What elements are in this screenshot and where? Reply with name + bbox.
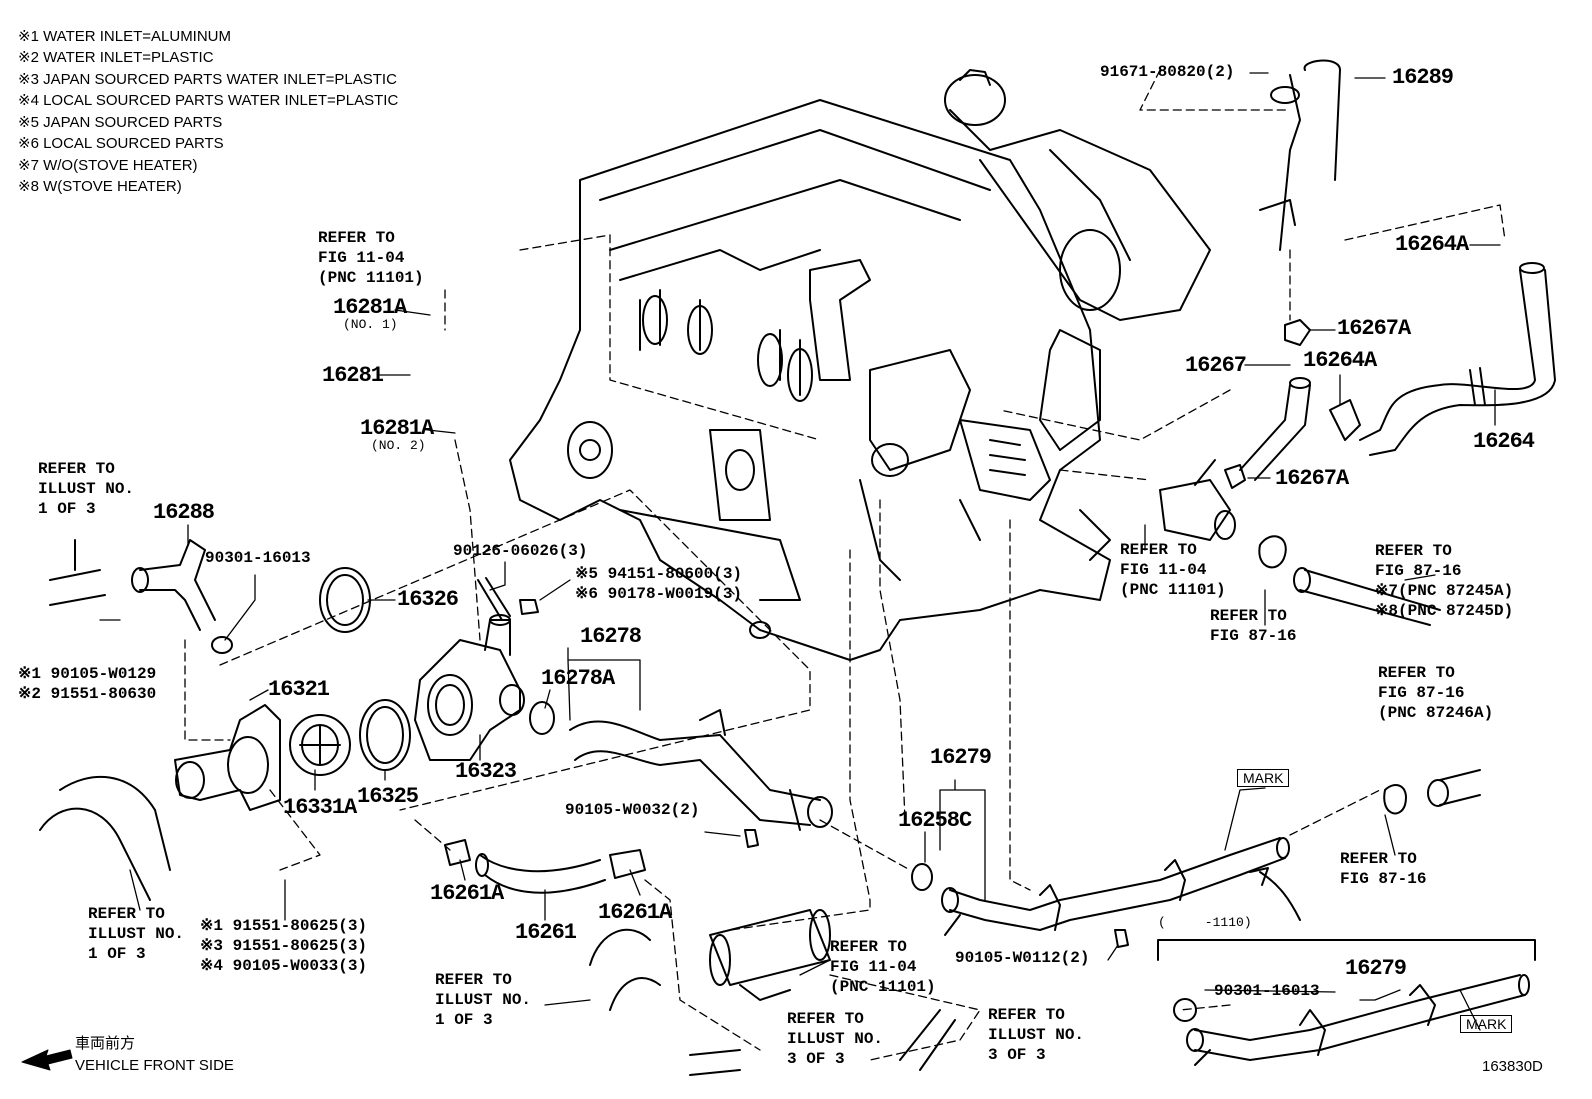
- intake-assembly: [944, 69, 1211, 451]
- part-91551-80625-3[interactable]: ※3 91551-80625(3): [200, 937, 368, 955]
- part-16289[interactable]: 16289: [1392, 65, 1454, 90]
- leader-lines: [99, 72, 1501, 1031]
- part-16279-upper[interactable]: 16279: [930, 745, 992, 770]
- part-90126[interactable]: 90126-06026(3): [453, 542, 588, 560]
- water-inlet-16323: [414, 614, 525, 761]
- outlet-pipe-11101: [1159, 459, 1236, 541]
- part-16281A-no1[interactable]: 16281A: [333, 295, 407, 320]
- part-16278A[interactable]: 16278A: [541, 666, 615, 691]
- ref-illust-3of3-a[interactable]: REFER TO ILLUST NO. 3 OF 3: [787, 1010, 884, 1068]
- hose-16264: [1359, 262, 1556, 456]
- inset-date-range: ( -1110): [1158, 915, 1252, 930]
- thermostat-housing-16321: [174, 704, 281, 811]
- part-90105-W0033[interactable]: ※4 90105-W0033(3): [200, 957, 368, 975]
- pipe-16279: [744, 829, 1290, 948]
- engine-block: [509, 99, 1111, 661]
- ref-illust-1of3-bottom-mid[interactable]: REFER TO ILLUST NO. 1 OF 3: [435, 971, 532, 1029]
- part-91671[interactable]: 91671-80820(2): [1100, 63, 1235, 81]
- part-90178[interactable]: ※6 90178-W0019(3): [575, 585, 743, 603]
- note-2: ※2 WATER INLET=PLASTIC: [18, 49, 214, 66]
- cylinder-11101: [709, 909, 831, 1001]
- part-16261A-right[interactable]: 16261A: [598, 900, 672, 925]
- front-label-jp: 車両前方: [75, 1035, 136, 1052]
- part-16278[interactable]: 16278: [580, 624, 642, 649]
- gasket-16325: [359, 699, 411, 771]
- figure-code: 163830D: [1482, 1058, 1543, 1075]
- thermostat-16331A: [289, 714, 351, 776]
- part-16264A-lower[interactable]: 16264A: [1303, 348, 1377, 373]
- part-90301-16013-upper[interactable]: 90301-16013: [205, 549, 311, 567]
- part-16326[interactable]: 16326: [397, 587, 459, 612]
- ref-illust-1of3-bottom-left[interactable]: REFER TO ILLUST NO. 1 OF 3: [88, 905, 185, 963]
- note-5: ※5 JAPAN SOURCED PARTS: [18, 114, 223, 131]
- part-91551-80625-1[interactable]: ※1 91551-80625(3): [200, 917, 368, 935]
- part-16323[interactable]: 16323: [455, 759, 517, 784]
- part-16288[interactable]: 16288: [153, 500, 215, 525]
- part-90105-W0129[interactable]: ※1 90105-W0129: [18, 665, 157, 683]
- part-16325[interactable]: 16325: [357, 784, 419, 809]
- part-16267A-upper[interactable]: 16267A: [1337, 316, 1411, 341]
- guide-lines: [184, 69, 1506, 1061]
- part-91551-80630[interactable]: ※2 91551-80630: [18, 685, 157, 703]
- part-90105-W0032[interactable]: 90105-W0032(2): [565, 801, 700, 819]
- part-16264[interactable]: 16264: [1473, 429, 1535, 454]
- hoses-bottom: [39, 775, 956, 1076]
- mark-label-inset: MARK: [1460, 1015, 1513, 1033]
- mark-arrow: [1249, 867, 1301, 921]
- oring-16278A: [529, 701, 555, 735]
- inlet-pipe-16288: [49, 539, 233, 654]
- hose-16267: [1224, 319, 1361, 489]
- front-label-en: VEHICLE FRONT SIDE: [75, 1057, 234, 1074]
- ref-fig-87-16-b[interactable]: REFER TO FIG 87-16: [1210, 607, 1297, 645]
- part-16331A[interactable]: 16331A: [283, 795, 357, 820]
- note-8: ※8 W(STOVE HEATER): [18, 178, 182, 195]
- ref-fig-11-04-bottom[interactable]: REFER TO FIG 11-04 (PNC 11101): [830, 938, 936, 996]
- note-3: ※3 JAPAN SOURCED PARTS WATER INLET=PLAST…: [18, 71, 397, 88]
- part-16267[interactable]: 16267: [1185, 353, 1247, 378]
- gasket-16326: [319, 567, 371, 633]
- hose-16289: [1259, 59, 1341, 251]
- note-4: ※4 LOCAL SOURCED PARTS WATER INLET=PLAST…: [18, 92, 399, 109]
- ref-fig-87-16-a[interactable]: REFER TO FIG 87-16 ※7(PNC 87245A) ※8(PNC…: [1375, 542, 1514, 620]
- note-1: ※1 WATER INLET=ALUMINUM: [18, 28, 232, 45]
- mark-label-upper: MARK: [1237, 769, 1290, 787]
- part-94151[interactable]: ※5 94151-80600(3): [575, 565, 743, 583]
- part-16264A-upper[interactable]: 16264A: [1395, 232, 1469, 257]
- ref-fig-11-04-top[interactable]: REFER TO FIG 11-04 (PNC 11101): [318, 229, 424, 287]
- part-16321[interactable]: 16321: [268, 677, 330, 702]
- part-90105-W0112[interactable]: 90105-W0112(2): [955, 949, 1090, 967]
- note-6: ※6 LOCAL SOURCED PARTS: [18, 135, 224, 152]
- part-16281A-no1-sub: (NO. 1): [343, 317, 398, 332]
- ref-fig-87-16-d[interactable]: REFER TO FIG 87-16: [1340, 850, 1427, 888]
- part-16281A-no2-sub: (NO. 2): [371, 438, 426, 453]
- ref-illust-1of3-left[interactable]: REFER TO ILLUST NO. 1 OF 3: [38, 460, 135, 518]
- pipe-16278: [569, 709, 833, 831]
- vehicle-front-arrow: [21, 1049, 73, 1071]
- ref-fig-87-16-c[interactable]: REFER TO FIG 87-16 (PNC 87246A): [1378, 664, 1494, 722]
- part-16281A-no2[interactable]: 16281A: [360, 416, 434, 441]
- part-16267A-lower[interactable]: 16267A: [1275, 466, 1349, 491]
- heater-hose-right: [1258, 535, 1481, 815]
- note-7: ※7 W/O(STOVE HEATER): [18, 157, 198, 174]
- ref-fig-11-04-right[interactable]: REFER TO FIG 11-04 (PNC 11101): [1120, 541, 1226, 599]
- part-16281[interactable]: 16281: [322, 363, 384, 388]
- part-16261[interactable]: 16261: [515, 920, 577, 945]
- hose-16261: [444, 839, 646, 894]
- ref-illust-3of3-b[interactable]: REFER TO ILLUST NO. 3 OF 3: [988, 1006, 1085, 1064]
- part-90301-16013-inset[interactable]: 90301-16013: [1214, 982, 1320, 1000]
- part-16258C[interactable]: 16258C: [898, 808, 972, 833]
- bolt-90126: [477, 577, 539, 621]
- part-16261A-left[interactable]: 16261A: [430, 881, 504, 906]
- inset-box: [1157, 939, 1536, 1066]
- part-16279-inset[interactable]: 16279: [1345, 956, 1407, 981]
